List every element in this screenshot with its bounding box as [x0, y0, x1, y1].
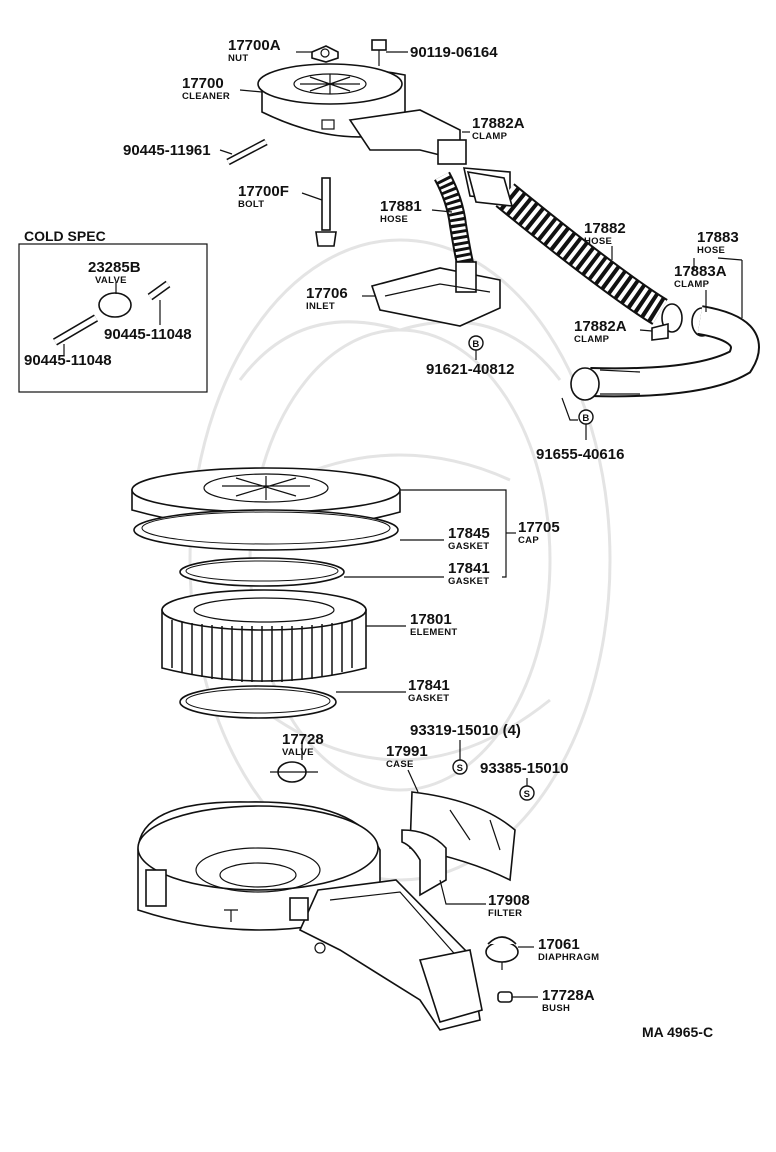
callout-6-name: HOSE	[380, 214, 408, 225]
callout-7-number: 17882	[584, 220, 626, 237]
bush-17728a-part	[497, 991, 513, 1003]
bolt-91655-40616-marker: B	[561, 397, 594, 425]
callout-18-name: GASKET	[408, 693, 449, 704]
callout-labels: 17700A NUT 90119-06164 17700 CLEANER 178…	[24, 37, 739, 1040]
callout-20-number: 17728	[282, 731, 324, 748]
element-17801-part	[161, 589, 367, 682]
callout-4-number: 90445-11961	[123, 142, 211, 159]
callout-25-name: BUSH	[542, 1003, 570, 1014]
callout-13-number: 91655-40616	[536, 446, 624, 463]
callout-3-number: 17882A	[472, 115, 525, 132]
callout-15-number: 17705	[518, 519, 560, 536]
callout-0-number: 17700A	[228, 37, 281, 54]
screw-93385-marker: S	[519, 785, 535, 801]
callout-17-number: 17801	[410, 611, 452, 628]
callout-8-name: HOSE	[697, 245, 725, 256]
callout-24-name: DIAPHRAGM	[538, 952, 599, 963]
callout-19-number: 93319-15010 (4)	[410, 722, 521, 739]
callout-21-number: 17991	[386, 743, 428, 760]
stud-90445-11961-part	[226, 138, 268, 166]
gasket-17841-upper-part	[179, 557, 345, 587]
cleaner-top-body	[257, 63, 467, 165]
callout-5-number: 17700F	[238, 183, 289, 200]
callout-6-number: 17881	[380, 198, 422, 215]
valve-17728-part	[270, 744, 318, 783]
svg-text:B: B	[472, 339, 479, 350]
callout-14-number: 17845	[448, 525, 490, 542]
filter-17908-part	[401, 829, 447, 897]
callout-14-name: GASKET	[448, 541, 489, 552]
callout-7-name: HOSE	[584, 236, 612, 247]
callout-10-name: INLET	[306, 301, 335, 312]
case-bottom-part	[137, 801, 483, 1031]
callout-16-number: 17841	[448, 560, 490, 577]
cold-spec-callout-1-number: 90445-11048	[104, 326, 192, 343]
callout-2-number: 17700	[182, 75, 224, 92]
callout-2-name: CLEANER	[182, 91, 230, 102]
callout-8-number: 17883	[697, 229, 739, 246]
callout-5-name: BOLT	[238, 199, 264, 210]
callout-22-number: 93385-15010	[480, 760, 568, 777]
cold-spec-callout-0-number: 23285B	[88, 259, 141, 276]
gasket-17841-lower-part	[179, 685, 337, 719]
hose-17883-part	[570, 305, 760, 401]
callout-10-number: 17706	[306, 285, 348, 302]
callout-23-name: FILTER	[488, 908, 522, 919]
callout-12-number: 91621-40812	[426, 361, 514, 378]
hose-17882-part	[466, 171, 668, 325]
cold-spec-box: COLD SPEC	[18, 228, 208, 393]
callout-16-name: GASKET	[448, 576, 489, 587]
bolt-91621-40812-marker: B	[468, 335, 484, 351]
callout-18-number: 17841	[408, 677, 450, 694]
hose-17881-part	[434, 171, 475, 270]
callout-24-number: 17061	[538, 936, 580, 953]
svg-text:B: B	[582, 413, 589, 424]
callout-15-name: CAP	[518, 535, 539, 546]
bolt-17700f-part	[315, 177, 337, 247]
callout-25-number: 17728A	[542, 987, 595, 1004]
svg-text:S: S	[524, 789, 531, 800]
callout-11-name: CLAMP	[574, 334, 610, 345]
callout-17-name: ELEMENT	[410, 627, 458, 638]
clamp-17882a-lower-part	[651, 322, 669, 341]
callout-20-name: VALVE	[282, 747, 314, 758]
callout-21-name: CASE	[386, 759, 414, 770]
callout-9-name: CLAMP	[674, 279, 710, 290]
cold-spec-title: COLD SPEC	[24, 228, 106, 244]
cold-spec-callout-2-number: 90445-11048	[24, 352, 112, 369]
leader-lines	[219, 51, 743, 998]
callout-0-name: NUT	[228, 53, 248, 64]
screw-93319-marker: S	[452, 759, 468, 775]
callout-11-number: 17882A	[574, 318, 627, 335]
callout-23-number: 17908	[488, 892, 530, 909]
cold-spec-callout-0-name: VALVE	[95, 275, 127, 286]
callout-9-number: 17883A	[674, 263, 727, 280]
callout-3-name: CLAMP	[472, 131, 508, 142]
bolt-90119-part	[371, 39, 387, 66]
inlet-17706-part	[370, 261, 501, 327]
svg-text:S: S	[457, 763, 464, 774]
watermark-logo	[188, 238, 612, 882]
nut-17700a-part	[311, 45, 339, 63]
diaphragm-17061-part	[485, 936, 519, 970]
figure-reference: MA 4965-C	[642, 1024, 713, 1040]
gasket-17845-part	[133, 509, 399, 551]
callout-1-number: 90119-06164	[410, 44, 498, 61]
